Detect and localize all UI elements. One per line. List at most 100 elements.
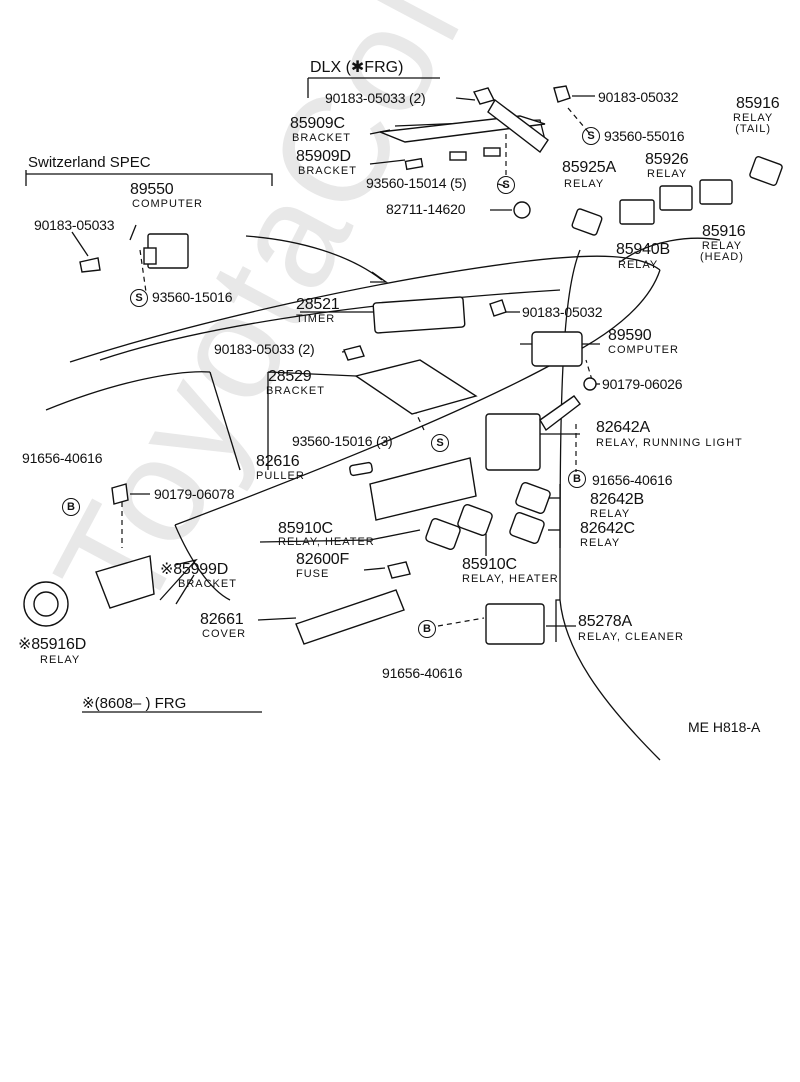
callout-85910c-a: 85910C <box>278 520 333 537</box>
callout-85910c-b-desc: RELAY, HEATER <box>462 573 559 585</box>
callout-85916-head: 85916 <box>702 223 746 240</box>
callout-85278a-desc: RELAY, CLEANER <box>578 631 684 643</box>
fuse-82600f <box>387 561 411 579</box>
dash-fastener-8 <box>585 359 593 381</box>
callout-89590-desc: COMPUTER <box>608 344 679 356</box>
dash-fastener-7 <box>437 617 485 627</box>
computer-89590 <box>531 331 583 367</box>
dash-top-edge <box>69 255 661 363</box>
callout-93560-15016-3: 93560-15016 (3) <box>292 433 393 449</box>
s-symbol: S <box>582 127 600 145</box>
callout-82616: 82616 <box>256 453 300 470</box>
timer-28521 <box>372 296 466 334</box>
relay-82642c <box>509 512 545 544</box>
callout-85910c-a-desc: RELAY, HEATER <box>278 536 375 548</box>
callout-28521: 28521 <box>296 296 340 313</box>
nut-90179-06026 <box>583 377 597 391</box>
leader-28529 <box>267 371 357 470</box>
callout-85999d: ※85999D <box>160 561 229 578</box>
bracket-28529 <box>354 359 478 415</box>
callout-93560-55016: 93560-55016 <box>604 128 685 144</box>
leader-89550 <box>129 224 137 241</box>
callout-85925a-desc: RELAY <box>564 178 605 190</box>
dash-upper-line <box>99 289 561 361</box>
nut-28521 <box>489 299 507 317</box>
callout-93560-15016: 93560-15016 <box>152 289 233 305</box>
b-symbol: B <box>568 470 586 488</box>
relay-85916d-inner <box>33 591 59 617</box>
relay-82642a-arm <box>539 395 581 432</box>
callout-85910c-b: 85910C <box>462 556 517 573</box>
callout-85916-tail-desc: RELAY (TAIL) <box>733 112 774 135</box>
callout-82642c-desc: RELAY <box>580 537 621 549</box>
bracket-85999d <box>95 555 155 609</box>
bracket-85909c-arm <box>487 98 549 154</box>
callout-90183-05032-b: 90183-05032 <box>522 304 603 320</box>
dash-right-curve <box>559 249 661 761</box>
callout-85926: 85926 <box>645 151 689 168</box>
callout-28529-desc: BRACKET <box>266 385 325 397</box>
swiss-bracket-line <box>25 170 273 186</box>
arrow-head <box>370 271 389 283</box>
callout-85916d-desc: RELAY <box>40 654 81 666</box>
callout-85909c: 85909C <box>290 115 345 132</box>
leader-90183-05033-2 <box>455 97 476 101</box>
nut-90183-05033 <box>472 87 496 105</box>
leader-85910c <box>259 529 421 543</box>
callout-91656-40616-b: 91656-40616 <box>592 472 673 488</box>
nut-90183-05032 <box>553 85 571 103</box>
callout-90183-05032: 90183-05032 <box>598 89 679 105</box>
relay-85910c-a <box>425 518 461 550</box>
callout-82711-14620: 82711-14620 <box>386 201 466 217</box>
s-symbol: S <box>431 434 449 452</box>
callout-85916d: ※85916D <box>18 636 87 653</box>
clip-1 <box>449 151 467 161</box>
leader-82661 <box>257 617 297 621</box>
s-symbol: S <box>497 176 515 194</box>
leader-85909d <box>369 159 406 165</box>
callout-82616-desc: PULLER <box>256 470 305 482</box>
arrow-line <box>245 235 383 281</box>
dash-left-edge <box>45 371 211 411</box>
callout-85940b-desc: RELAY <box>618 259 659 271</box>
relay-82642a <box>485 413 541 471</box>
callout-82642b-desc: RELAY <box>590 508 631 520</box>
callout-85909d-desc: BRACKET <box>298 165 357 177</box>
callout-90183-05033-2-b: 90183-05033 (2) <box>214 341 315 357</box>
cover-82661 <box>295 589 405 645</box>
callout-82661: 82661 <box>200 611 244 628</box>
clip-2 <box>483 147 501 157</box>
callout-85909c-desc: BRACKET <box>292 132 351 144</box>
callout-85909d: 85909D <box>296 148 351 165</box>
header-switzerland: Switzerland SPEC <box>28 154 151 171</box>
callout-28521-desc: TIMER <box>296 313 336 325</box>
callout-82642b: 82642B <box>590 491 644 508</box>
relay-85926 <box>659 185 693 211</box>
nut-28529 <box>343 345 365 361</box>
callout-82642a-desc: RELAY, RUNNING LIGHT <box>596 437 743 449</box>
relay-85940b <box>619 199 655 225</box>
b-symbol: B <box>62 498 80 516</box>
callout-85926-desc: RELAY <box>647 168 688 180</box>
leader-85999d-b <box>175 574 195 605</box>
callout-85925a: 85925A <box>562 159 616 176</box>
fuse-block <box>369 457 477 521</box>
callout-82661-desc: COVER <box>202 628 247 640</box>
callout-91656-40616-a: 91656-40616 <box>22 450 103 466</box>
header-frg-note: ※(8608– ) FRG <box>82 695 187 712</box>
callout-85916-head-desc: RELAY (HEAD) <box>700 240 744 263</box>
relay-85910c-b <box>457 504 493 536</box>
leader-85999d <box>159 558 198 601</box>
callout-90183-05033: 90183-05033 <box>34 217 115 233</box>
puller-82616 <box>349 461 373 477</box>
diagram-code: ME H818-A <box>688 719 761 735</box>
relay-85916-head <box>699 179 733 205</box>
callout-85916-tail: 85916 <box>736 95 780 112</box>
b-symbol: B <box>418 620 436 638</box>
relay-85916-tail <box>749 156 783 186</box>
callout-89550: 89550 <box>130 181 174 198</box>
leader-82600f <box>363 567 386 571</box>
bracket-85909d <box>404 157 424 171</box>
callout-82600f: 82600F <box>296 551 350 568</box>
